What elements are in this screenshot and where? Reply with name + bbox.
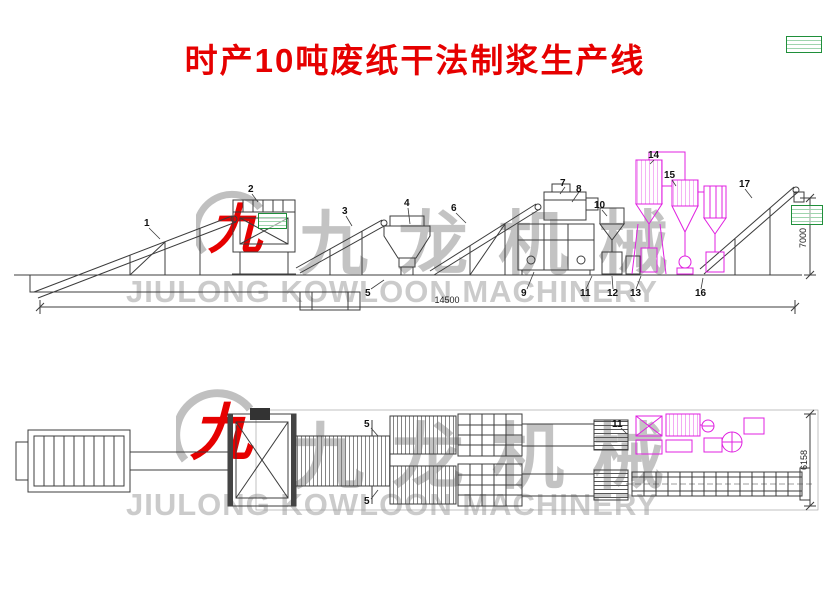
part-label-16: 16	[695, 288, 707, 299]
conveyor-3	[295, 219, 388, 275]
plan-outfeed-conveyor	[626, 467, 812, 501]
logo-graphic: 九	[192, 190, 264, 260]
part-label-8: 8	[576, 184, 582, 195]
head-unit	[543, 183, 599, 221]
plan-label-5b: 5	[364, 496, 370, 507]
part-label-3: 3	[342, 206, 348, 217]
part-label-1: 1	[144, 218, 150, 229]
plan-label-5a: 5	[364, 419, 370, 430]
part-label-14: 14	[648, 150, 660, 161]
conveyor-17	[699, 186, 805, 275]
plan-part-labels: 5 5 11	[364, 419, 628, 507]
plan-dim-height	[804, 409, 816, 511]
part-label-15: 15	[664, 170, 676, 181]
feeder-hopper	[383, 215, 431, 275]
part-label-13: 13	[630, 288, 642, 299]
part-label-9: 9	[521, 288, 527, 299]
elevation-part-labels: 1 2 3 4 5 6 7 8 9 10 11 12 13 14 15 16 1…	[144, 150, 753, 299]
dust-removal-group	[631, 151, 727, 275]
small-cyclone	[599, 207, 641, 275]
page-title: 时产10吨废纸干法制浆生产线	[184, 42, 646, 79]
plan-dim-height-value: 6158	[799, 450, 809, 470]
plan-boundary	[255, 409, 819, 511]
conveyor-6	[429, 203, 542, 276]
stamp-elevation-left	[258, 213, 287, 229]
screen-machine	[517, 223, 595, 275]
logo-char: 九	[208, 200, 264, 260]
part-label-2: 2	[248, 184, 254, 195]
plan-label-11: 11	[612, 419, 623, 430]
stamp-elevation-right	[791, 205, 823, 225]
part-label-12: 12	[607, 288, 619, 299]
stamp-top-right	[786, 36, 822, 53]
part-label-4: 4	[404, 198, 410, 209]
dim-length	[35, 300, 800, 314]
part-label-10: 10	[594, 200, 606, 211]
plan-bale-breaker	[227, 408, 297, 507]
dim-height-value: 7000	[798, 228, 808, 248]
conveyor-1	[33, 215, 238, 299]
part-label-17: 17	[739, 179, 751, 190]
elevation-view: 1 2 3 4 5 6 7 8 9 10 11 12 13 14 15 16 1…	[14, 150, 816, 314]
plan-view: 5 5 11 6158	[15, 408, 819, 511]
bale-breaker	[232, 199, 296, 275]
plan-row-bottom	[389, 463, 629, 507]
plan-infeed-conveyor	[15, 429, 228, 493]
ground-line	[14, 274, 802, 311]
plan-conveyor-hatched	[295, 435, 391, 487]
dim-length-value: 14500	[434, 295, 459, 305]
part-label-6: 6	[451, 203, 457, 214]
plan-row-top	[389, 413, 629, 457]
part-label-7: 7	[560, 178, 566, 189]
part-label-5: 5	[365, 288, 371, 299]
plan-dust-removal-group	[635, 413, 765, 455]
part-label-11: 11	[580, 288, 591, 299]
jiulong-logo-top: 九	[192, 186, 268, 275]
